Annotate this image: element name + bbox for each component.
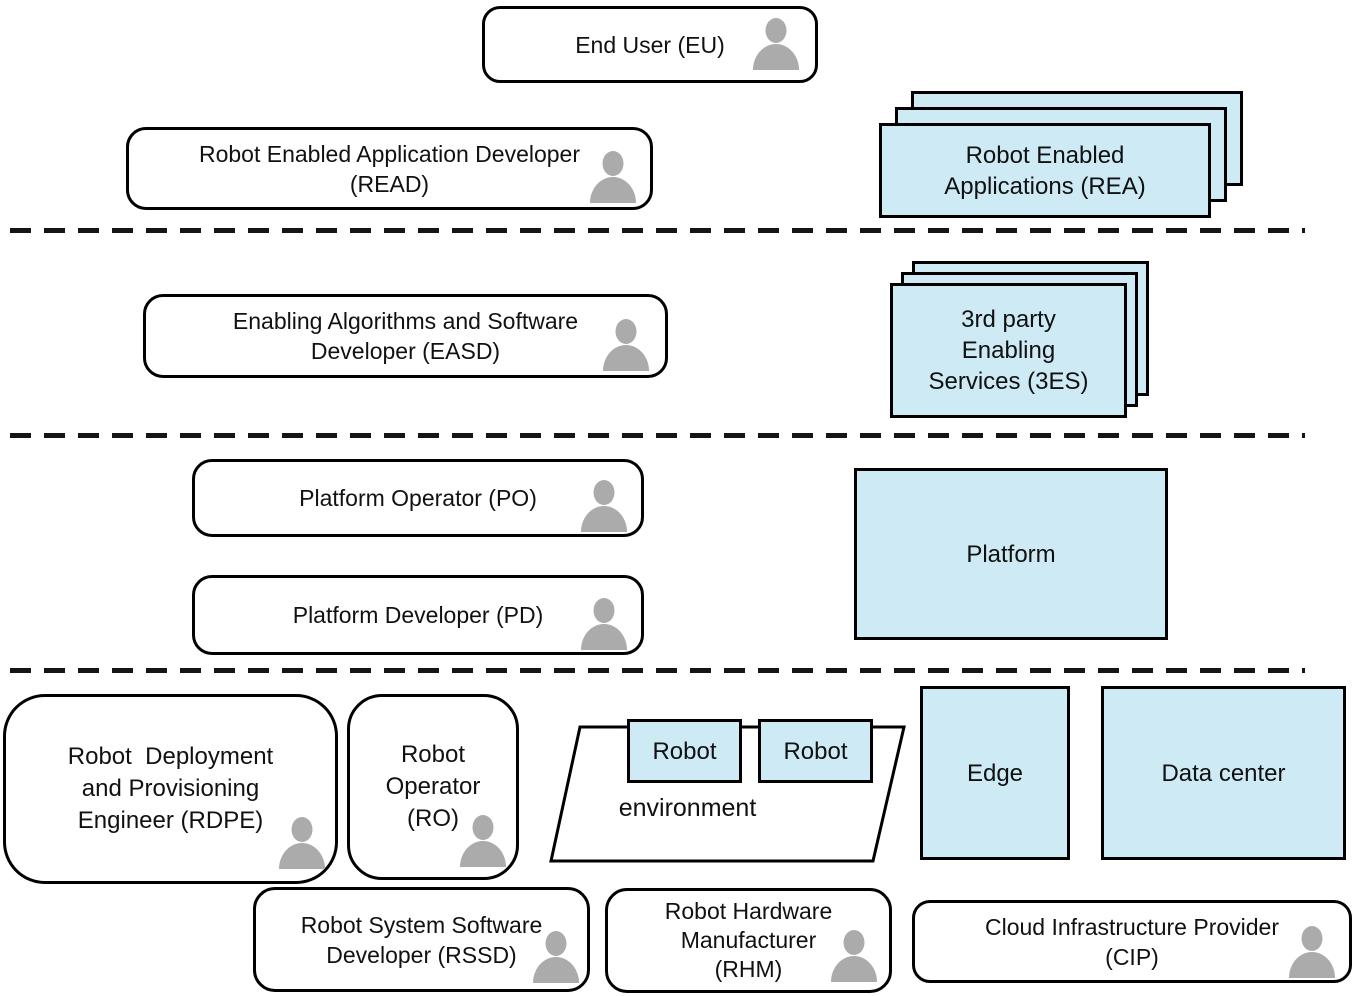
actor-label-ro: Robot	[400, 741, 466, 768]
actor-label-rhm-acronym: (RHM)	[714, 956, 783, 982]
actor-label-rdpe-acronym: Engineer (RDPE)	[77, 807, 264, 834]
actor-label-platform-operator: Platform Operator (PO)	[299, 485, 537, 511]
person-icon	[581, 598, 627, 650]
artifact-label-platform: Platform	[966, 540, 1056, 568]
artifact-label-es3: 3rd party	[961, 306, 1056, 333]
artifact-box-robot-1: Robot	[627, 719, 742, 783]
actor-label-rhm-line2: Manufacturer	[680, 927, 817, 953]
actor-label-end-user: End User (EU)	[575, 31, 725, 58]
actor-label-read-acronym: (READ)	[349, 170, 430, 197]
actor-box-cip: Cloud Infrastructure Provider (CIP)	[912, 900, 1352, 983]
actor-label-rssd-acronym: Developer (RSSD)	[326, 941, 517, 968]
actor-label-rssd: Robot System Software	[300, 911, 543, 938]
artifact-label-rea-acronym: Applications (REA)	[944, 172, 1146, 200]
actor-label-ro-acronym: (RO)	[407, 805, 459, 832]
environment-label: environment	[618, 794, 757, 822]
actor-box-rdpe: Robot Deployment and Provisioning Engine…	[3, 694, 338, 884]
actor-label-cip: Cloud Infrastructure Provider	[984, 913, 1279, 940]
es3-stack: 3rd party Enabling Services (3ES)	[890, 261, 1150, 418]
artifact-box-data-center: Data center	[1101, 686, 1346, 860]
person-icon	[753, 18, 799, 70]
actor-box-platform-operator: Platform Operator (PO)	[192, 459, 644, 537]
actor-box-end-user: End User (EU)	[482, 6, 818, 83]
artifact-label-es3-line2: Enabling	[961, 337, 1056, 364]
actor-label-read: Robot Enabled Application Developer	[198, 140, 581, 167]
actor-label-platform-developer: Platform Developer (PD)	[292, 602, 544, 628]
person-icon	[460, 815, 506, 867]
person-icon	[581, 480, 627, 532]
actor-label-rdpe: Robot Deployment	[67, 743, 274, 770]
person-icon	[590, 151, 636, 203]
person-icon	[831, 930, 877, 982]
actor-label-ro-line2: Operator	[385, 773, 481, 800]
actor-label-cip-acronym: (CIP)	[1105, 943, 1159, 970]
actor-box-read: Robot Enabled Application Developer (REA…	[126, 127, 653, 210]
artifact-label-robot-2: Robot	[783, 737, 848, 765]
artifact-label-rea: Robot Enabled	[965, 141, 1125, 169]
person-icon	[279, 817, 325, 869]
rea-stack: Robot Enabled Applications (REA)	[879, 91, 1243, 218]
artifact-label-data-center: Data center	[1161, 759, 1286, 787]
artifact-box-edge: Edge	[920, 686, 1070, 860]
es3-box-front: 3rd party Enabling Services (3ES)	[890, 283, 1127, 418]
actor-box-rssd: Robot System Software Developer (RSSD)	[253, 887, 590, 992]
artifact-box-robot-2: Robot	[758, 719, 873, 783]
artifact-label-es3-acronym: Services (3ES)	[928, 368, 1089, 395]
layer-separator-infrastructure	[10, 668, 1305, 673]
actor-label-easd: Enabling Algorithms and Software	[232, 308, 579, 334]
actor-label-rhm: Robot Hardware	[664, 898, 833, 924]
person-icon	[1289, 926, 1335, 978]
rea-box-front: Robot Enabled Applications (REA)	[879, 123, 1211, 218]
actor-label-easd-acronym: Developer (EASD)	[310, 338, 501, 364]
layer-separator-services	[10, 433, 1305, 438]
actor-label-rdpe-line2: and Provisioning	[81, 775, 260, 802]
actor-box-rhm: Robot Hardware Manufacturer (RHM)	[605, 888, 892, 993]
artifact-label-edge: Edge	[966, 759, 1024, 787]
person-icon	[603, 319, 649, 371]
artifact-label-robot-1: Robot	[652, 737, 717, 765]
artifact-box-platform: Platform	[854, 468, 1168, 640]
actor-box-easd: Enabling Algorithms and Software Develop…	[143, 294, 668, 378]
actor-box-platform-developer: Platform Developer (PD)	[192, 575, 644, 655]
layer-separator-application	[10, 228, 1305, 233]
actor-box-ro: Robot Operator (RO)	[347, 694, 519, 880]
